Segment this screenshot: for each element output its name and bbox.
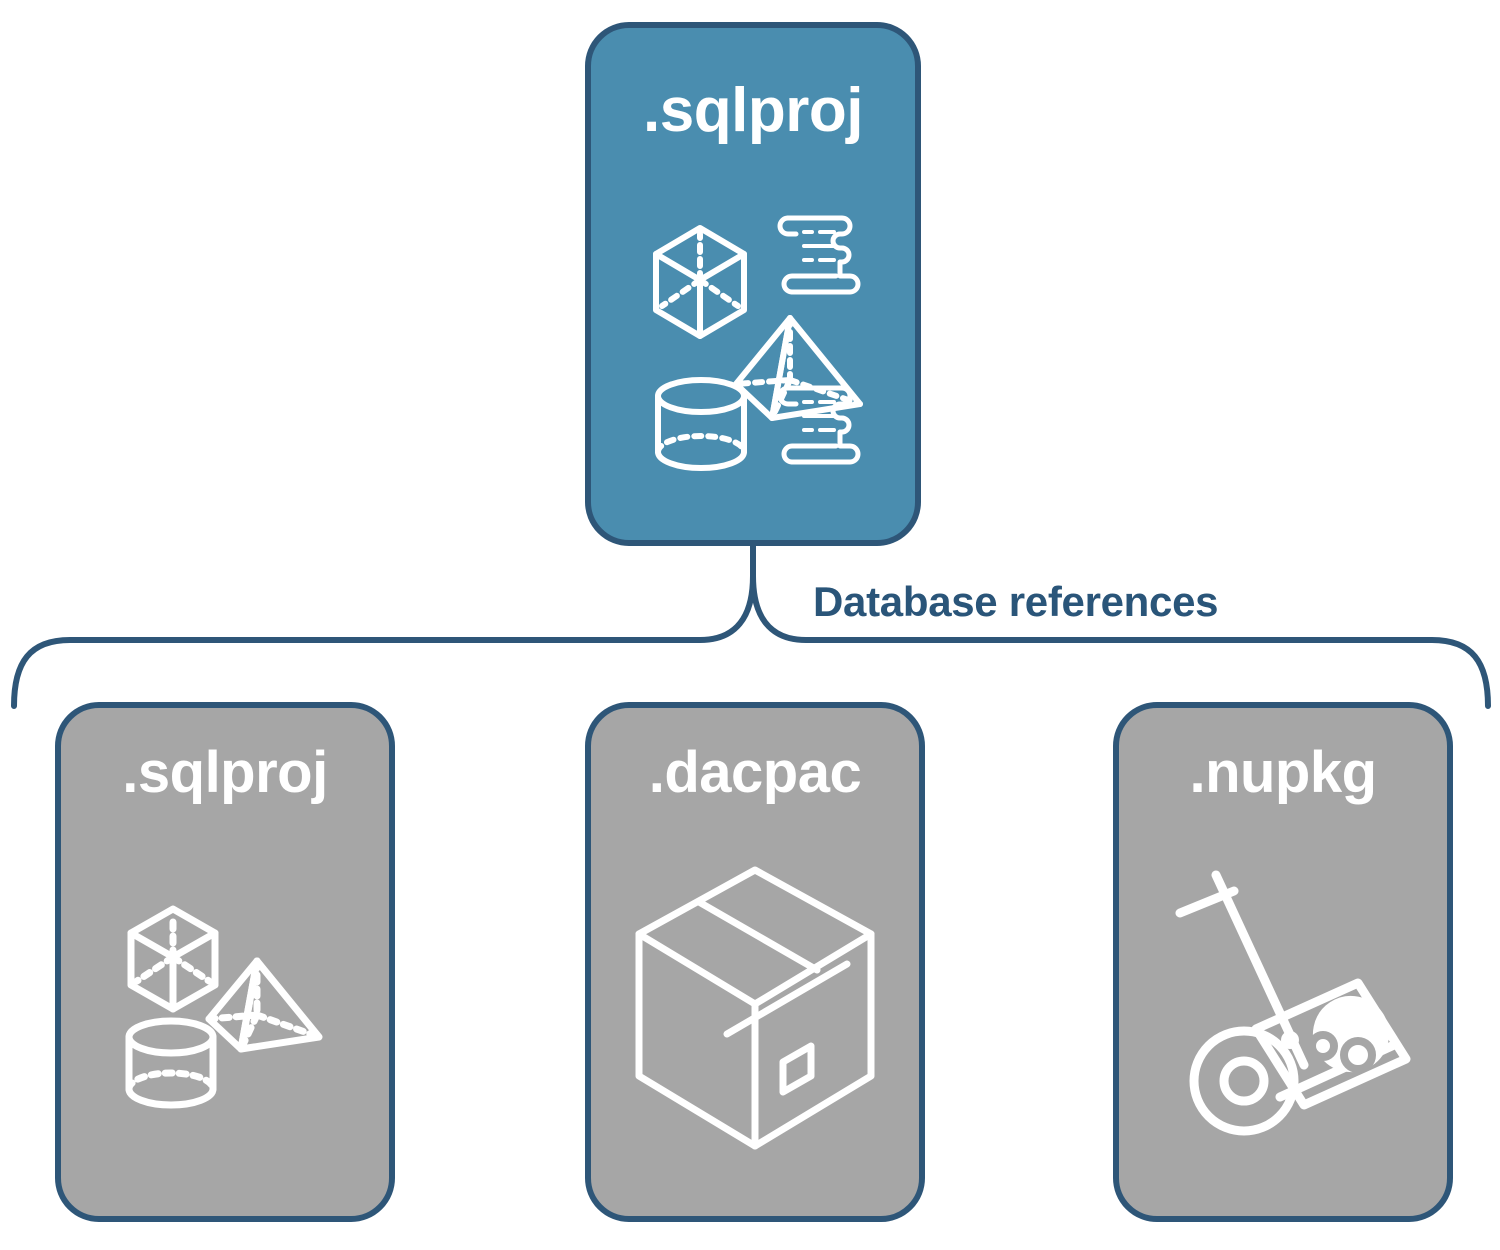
wireframe-cube-icon: [127, 905, 219, 1013]
wireframe-cube-icon: [653, 225, 747, 339]
scroll-document-icon: [777, 215, 861, 295]
bracket-label: Database references: [813, 578, 1219, 625]
reference-card-dacpac[interactable]: .dacpac: [585, 702, 925, 1222]
wireframe-cylinder-icon: [655, 377, 747, 471]
source-card-sqlproj[interactable]: .sqlproj: [585, 22, 921, 546]
package-on-dolly-icon: [1251, 978, 1411, 1110]
bracket-left-arm: [11, 573, 756, 709]
wireframe-pyramid-icon: [205, 957, 323, 1053]
dolly-wheel-icon: [1189, 1026, 1299, 1136]
reference-card-title: .dacpac: [648, 740, 862, 805]
reference-card-nupkg[interactable]: .nupkg: [1113, 702, 1453, 1222]
reference-card-title: .sqlproj: [122, 740, 328, 805]
hand-truck-package-icon: [1175, 870, 1411, 1136]
reference-card-sqlproj[interactable]: .sqlproj: [55, 702, 395, 1222]
package-box-icon: [635, 866, 875, 1150]
reference-card-title: .nupkg: [1189, 740, 1377, 805]
source-card-icon-group: [653, 215, 863, 471]
reference-card-artwork: [591, 802, 919, 1216]
source-card-title: .sqlproj: [643, 76, 863, 145]
scroll-document-icon: [777, 385, 861, 465]
shapes-icon-group: [125, 905, 323, 1109]
reference-card-artwork: [1119, 802, 1447, 1216]
source-card-artwork: [591, 142, 915, 540]
wireframe-cylinder-icon: [125, 1017, 217, 1109]
reference-card-artwork: [61, 802, 389, 1216]
